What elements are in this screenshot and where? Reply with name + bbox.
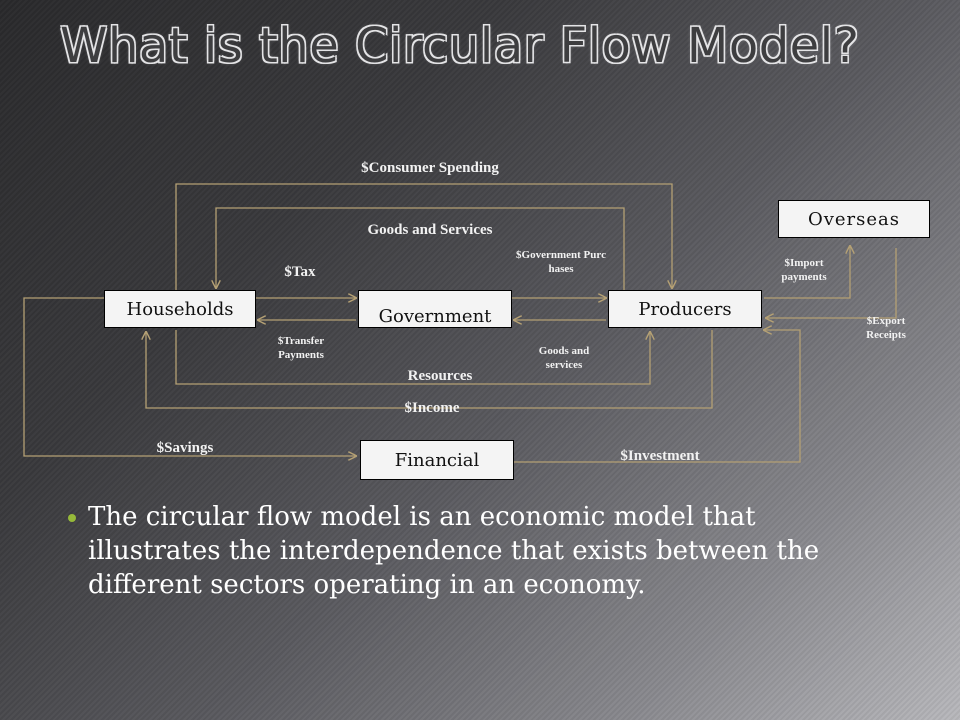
page-title: What is the Circular Flow Model?: [60, 18, 860, 74]
export-receipts-arrow: [766, 248, 897, 318]
financial-box: Financial: [360, 440, 514, 480]
transfer-payments-label: $Transfer Payments: [277, 335, 325, 361]
bullet-text: The circular flow model is an economic m…: [88, 502, 820, 600]
goods-services-arrow: [216, 207, 625, 290]
bullet-dot-icon: [68, 514, 76, 522]
goods-services-label: Goods and Services: [367, 222, 493, 238]
government-label: Government: [378, 306, 492, 327]
consumer-spending-arrow: [175, 183, 672, 290]
financial-label: Financial: [394, 449, 480, 471]
savings-label: $Savings: [156, 440, 214, 456]
consumer-spending-label: $Consumer Spending: [361, 160, 499, 176]
resources-label: Resources: [407, 368, 473, 384]
households-box: Households: [104, 290, 256, 328]
tax-label: $Tax: [284, 264, 316, 280]
overseas-label: Overseas: [807, 208, 901, 230]
government-box: Government: [358, 290, 512, 328]
import-payments-arrow: [764, 246, 850, 299]
resources-arrow: [175, 330, 650, 385]
income-arrow: [146, 330, 713, 409]
import-payments-label: $Import payments: [781, 257, 827, 283]
households-label: Households: [126, 298, 234, 320]
overseas-box: Overseas: [778, 200, 930, 238]
government-purchases-label: $Government Purchases: [516, 249, 606, 275]
producers-box: Producers: [608, 290, 762, 328]
investment-arrow: [514, 330, 801, 463]
income-label: $Income: [404, 400, 460, 416]
investment-label: $Investment: [620, 448, 700, 464]
export-receipts-label: $Export Receipts: [866, 315, 906, 341]
bullet-point: The circular flow model is an economic m…: [68, 500, 888, 602]
savings-arrow: [23, 297, 356, 456]
goods-services-gov-label: Goods and services: [538, 345, 590, 371]
producers-label: Producers: [638, 298, 732, 320]
